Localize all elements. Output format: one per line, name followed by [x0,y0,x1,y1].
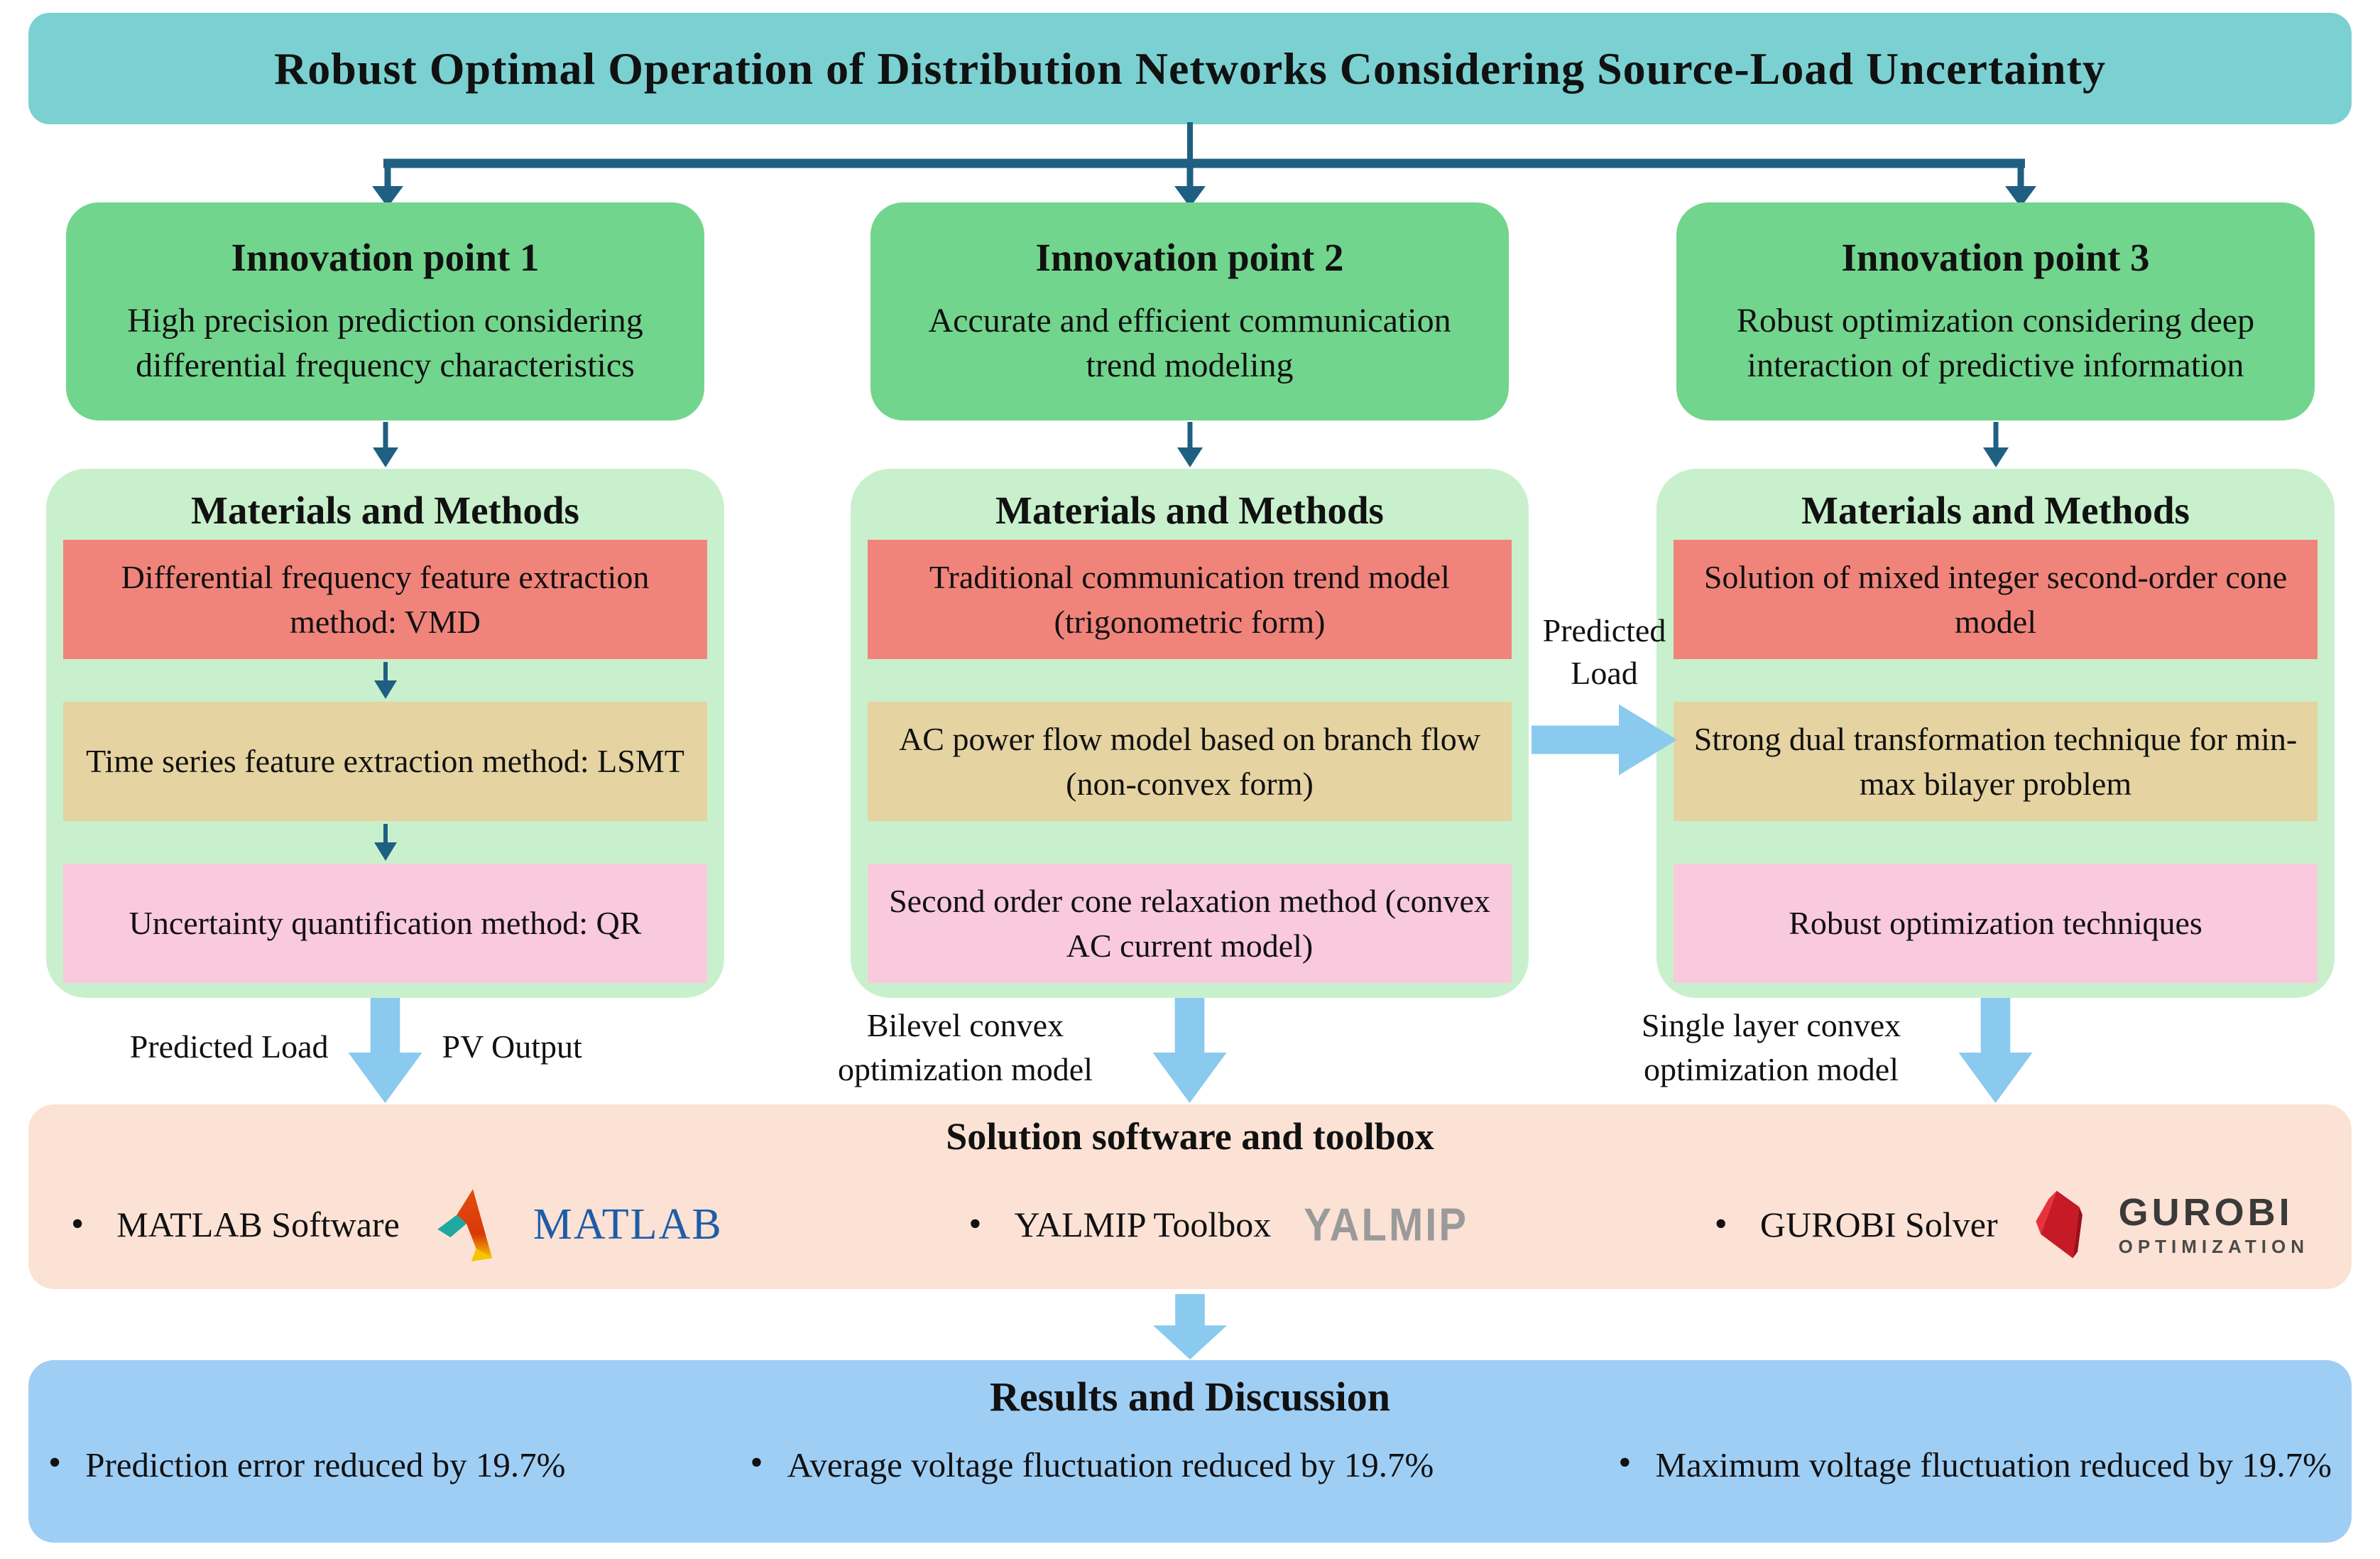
method-step: Differential frequency feature extractio… [63,540,707,659]
method-step: Robust optimization techniques [1674,864,2318,983]
flow-label-single-layer-model: Single layer convex optimization model [1641,1007,1901,1088]
method-step: AC power flow model based on branch flow… [868,702,1512,821]
result-text: Maximum voltage fluctuation reduced by 1… [1655,1445,2332,1484]
bullet-icon: • [71,1204,84,1244]
flow-row-2: Bilevel convex optimization model [838,998,1529,1104]
step-gap [868,659,1512,702]
materials-box-2: Materials and Methods Traditional commun… [851,469,1529,998]
innovation-3-text: Robust optimization considering deep int… [1736,301,2255,384]
software-item-gurobi: • GUROBI Solver GUROBI OPTIMIZATION [1715,1188,2309,1261]
method-step: Traditional communication trend model (t… [868,540,1512,659]
flow-row-1: Predicted Load PV Output [46,998,724,1104]
step-gap [1674,659,2318,702]
connector-gap [46,420,724,469]
column-innovation-3: Innovation point 3 Robust optimization c… [1642,202,2335,1104]
method-step: Solution of mixed integer second-order c… [1674,540,2318,659]
bullet-icon: • [48,1443,62,1483]
software-heading: Solution software and toolbox [946,1115,1434,1158]
top-connector-lines [372,122,2036,207]
matlab-logo-icon [437,1189,492,1261]
materials-3-heading: Materials and Methods [1801,488,2190,532]
materials-2-heading: Materials and Methods [995,488,1384,532]
step-gap [1674,821,2318,864]
method-step: Time series feature extraction method: L… [63,702,707,821]
innovation-3-heading: Innovation point 3 [1841,235,2150,279]
innovation-box-1: Innovation point 1 High precision predic… [66,202,704,420]
result-text: Prediction error reduced by 19.7% [85,1445,566,1484]
innovation-box-3: Innovation point 3 Robust optimization c… [1676,202,2315,420]
software-item-matlab: • MATLAB Software MATLAB [71,1188,723,1261]
materials-1-heading: Materials and Methods [191,488,579,532]
flow-label-predicted-load: Predicted Load [129,1028,329,1065]
innovation-2-heading: Innovation point 2 [1035,235,1344,279]
bullet-icon: • [1618,1443,1632,1483]
result-item: • Prediction error reduced by 19.7% [48,1445,565,1485]
flow-arrow-down-icon [348,998,422,1103]
materials-box-3: Materials and Methods Solution of mixed … [1656,469,2335,998]
connector-gap [851,420,1529,469]
method-step: Second order cone relaxation method (con… [868,864,1512,983]
flow-arrow-right-icon [1532,704,1677,776]
bullet-icon: • [968,1204,982,1244]
result-text: Average voltage fluctuation reduced by 1… [787,1445,1434,1484]
down-arrow-icon [1177,422,1203,467]
predicted-load-transfer: Predicted Load [1528,609,1681,776]
gurobi-wordmark: GUROBI [2118,1191,2293,1234]
connector-gap [63,821,707,864]
method-step: Strong dual transformation technique for… [1674,702,2318,821]
predicted-load-label: Predicted Load [1542,612,1666,691]
bullet-icon: • [1714,1204,1727,1244]
flow-row-3: Single layer convex optimization model [1642,998,2335,1104]
yalmip-wordmark: YALMIP [1304,1198,1469,1251]
innovation-1-text: High precision prediction considering di… [127,301,643,384]
flow-label-pv-output: PV Output [442,1028,582,1065]
down-arrow-icon [373,824,397,861]
software-panel: Solution software and toolbox • MATLAB S… [28,1104,2352,1289]
software-row: • MATLAB Software MATLAB [71,1171,2309,1278]
results-row: • Prediction error reduced by 19.7% • Av… [48,1445,2332,1485]
flow-arrow-down-icon [1153,1294,1227,1359]
down-arrow-icon [1982,422,2009,467]
bullet-icon: • [750,1443,763,1483]
flow-arrow-down-icon [1958,998,2033,1103]
innovation-2-text: Accurate and efficient communication tre… [928,301,1451,384]
down-arrow-icon [373,662,397,699]
results-heading: Results and Discussion [989,1374,1391,1420]
matlab-wordmark: MATLAB [533,1200,723,1249]
step-gap [868,821,1512,864]
software-item-yalmip: • YALMIP Toolbox YALMIP [968,1199,1468,1251]
column-innovation-1: Innovation point 1 High precision predic… [46,202,724,1104]
flow-label-bilevel-model: Bilevel convex optimization model [838,1007,1093,1088]
column-innovation-2: Innovation point 2 Accurate and efficien… [838,202,1529,1104]
title-bar: Robust Optimal Operation of Distribution… [28,13,2352,124]
result-item: • Average voltage fluctuation reduced by… [750,1445,1434,1485]
connector-gap [1656,420,2335,469]
connector-gap [63,659,707,702]
innovation-box-2: Innovation point 2 Accurate and efficien… [870,202,1509,420]
materials-box-1: Materials and Methods Differential frequ… [46,469,724,998]
method-step: Uncertainty quantification method: QR [63,864,707,983]
matlab-label: MATLAB Software [116,1205,400,1244]
gurobi-label: GUROBI Solver [1759,1205,1998,1244]
gurobi-wordmark-group: GUROBI OPTIMIZATION [2119,1193,2309,1256]
down-arrow-icon [372,422,398,467]
gurobi-logo-icon [2035,1190,2082,1259]
yalmip-label: YALMIP Toolbox [1014,1205,1272,1244]
gurobi-wordmark-sub: OPTIMIZATION [2118,1235,2309,1257]
innovation-1-heading: Innovation point 1 [231,235,540,279]
flow-arrow-down-icon [1152,998,1227,1103]
page-title: Robust Optimal Operation of Distribution… [274,43,2106,94]
results-panel: Results and Discussion • Prediction erro… [28,1360,2352,1543]
result-item: • Maximum voltage fluctuation reduced by… [1618,1445,2332,1485]
